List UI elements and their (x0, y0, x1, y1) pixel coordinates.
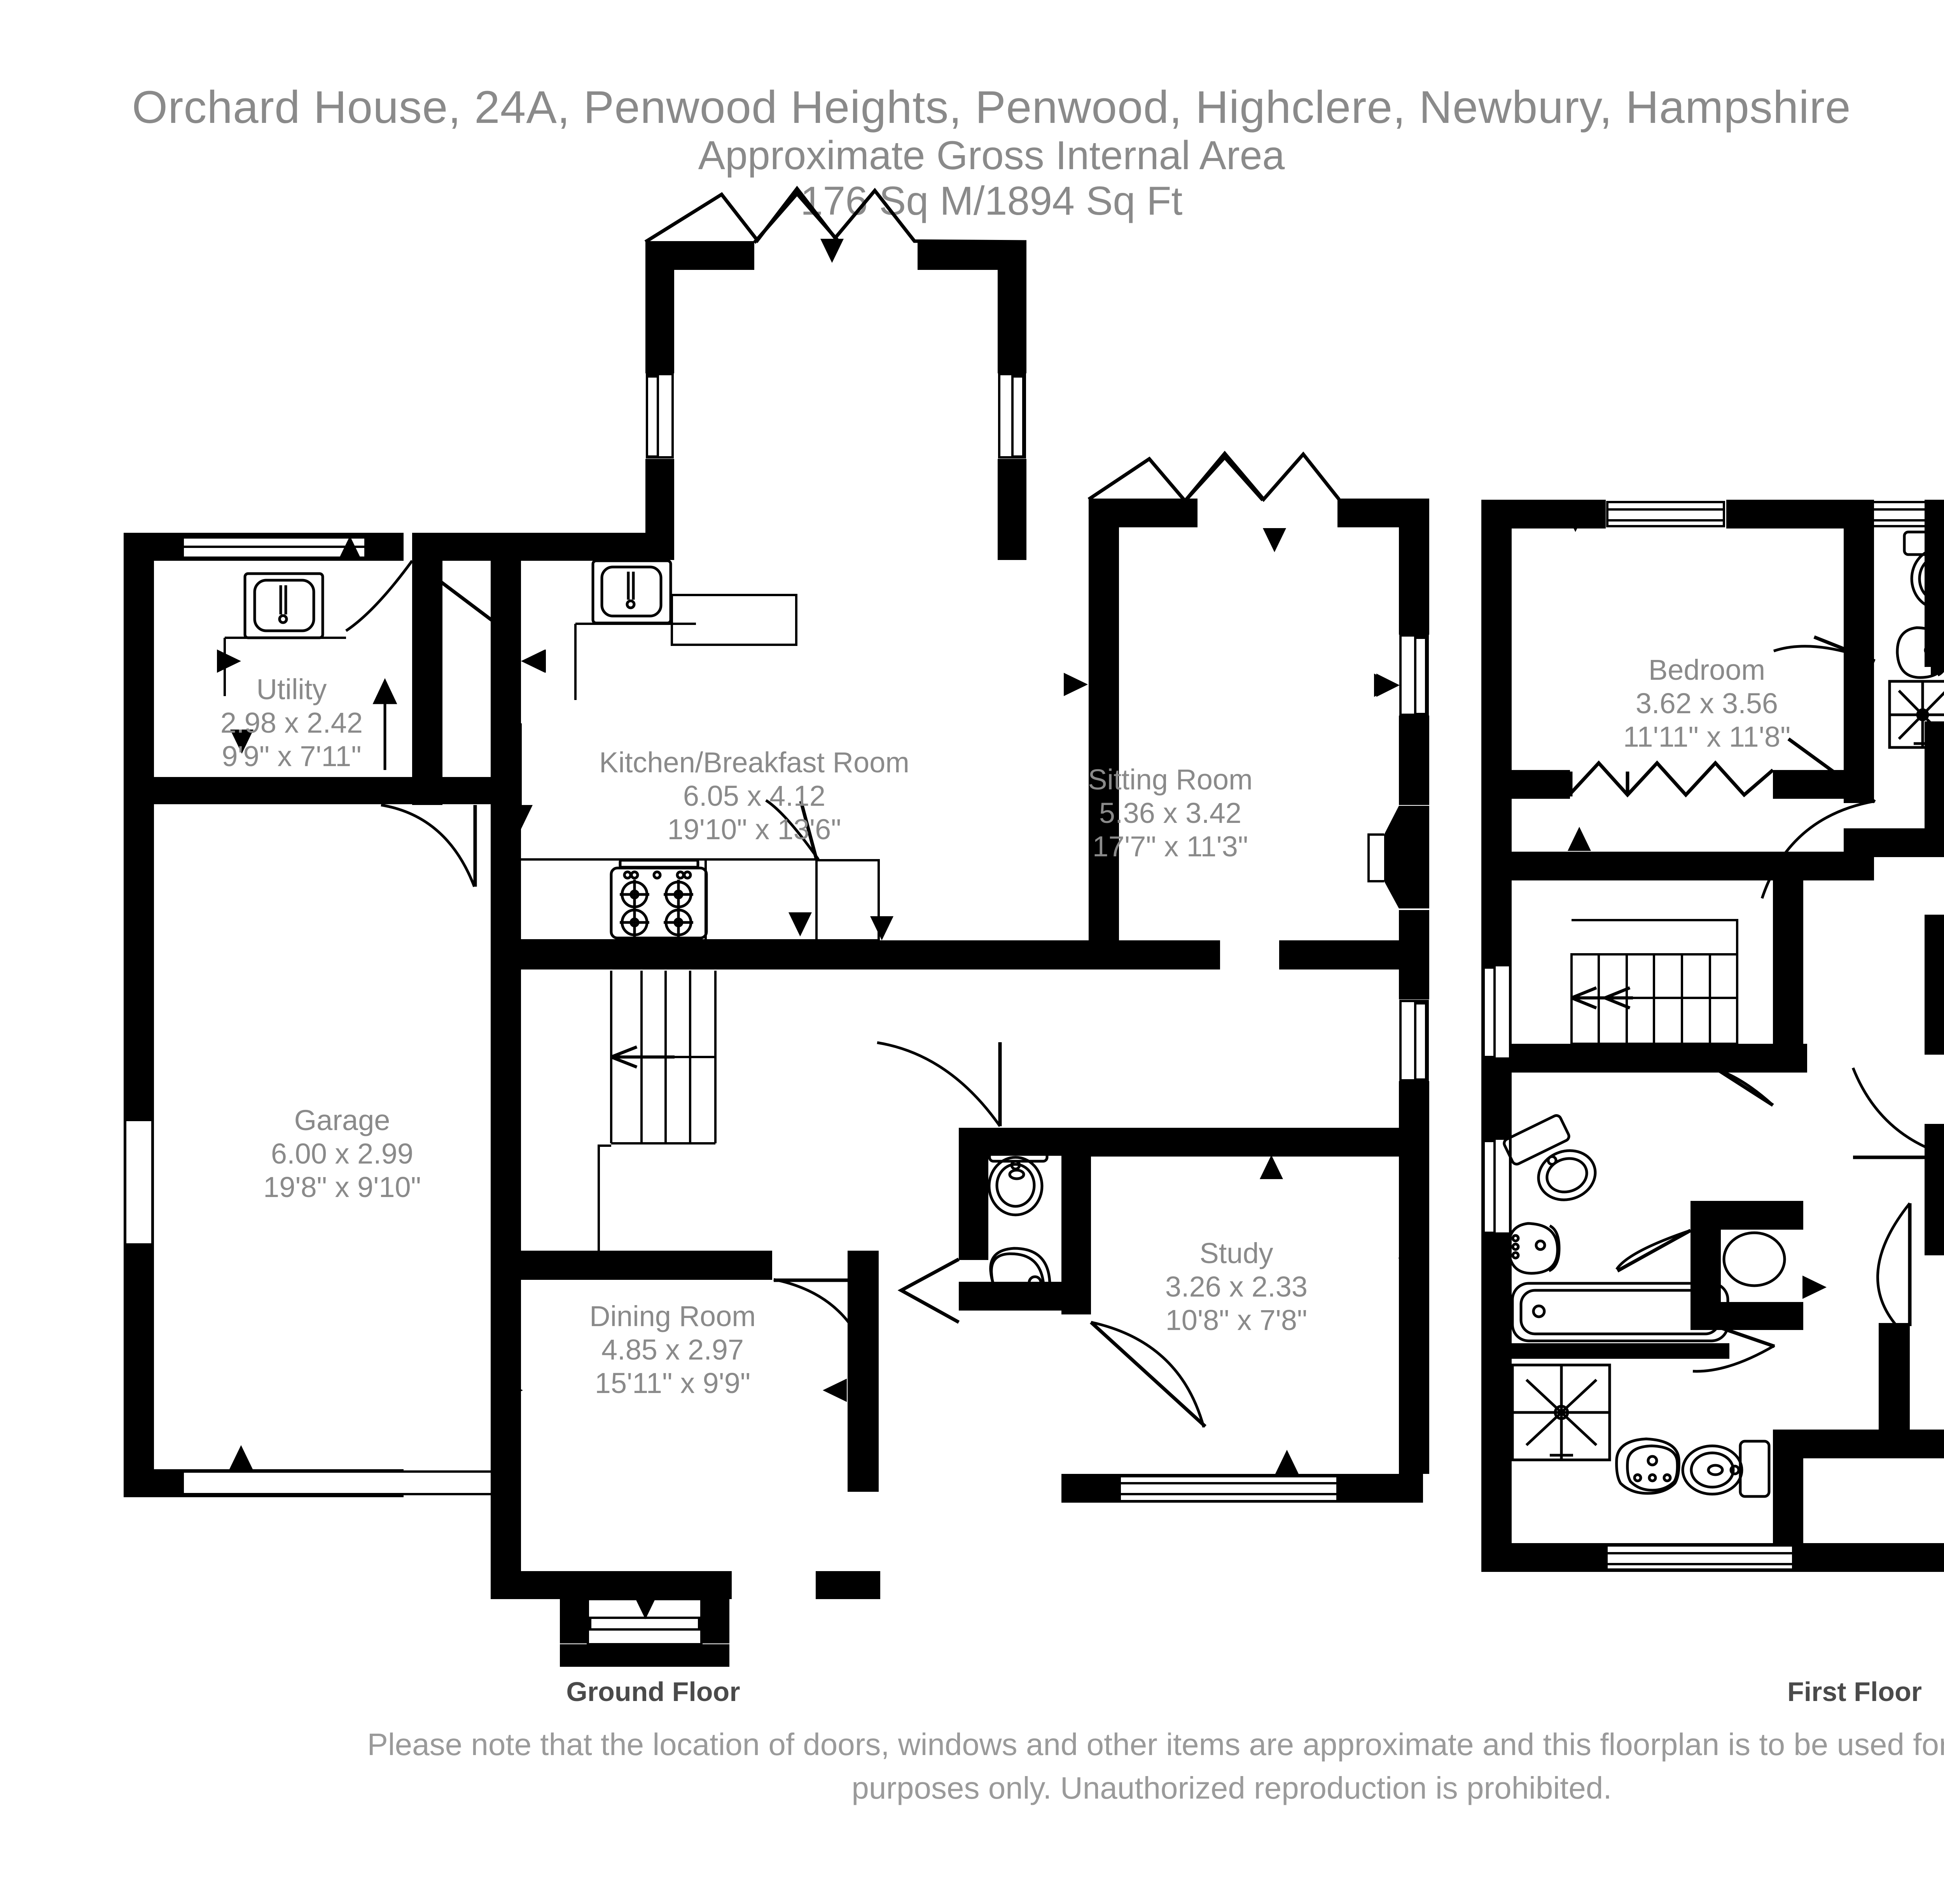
first-floor-plan (1481, 500, 1944, 1572)
ensuite-bathroom (1773, 500, 1944, 857)
stairs-icon (1570, 919, 1738, 1045)
ground-floor-plan (124, 186, 1429, 1667)
hall-stairs (491, 971, 1091, 1492)
wc-icon (1503, 1114, 1597, 1201)
cloakroom-wc (988, 1138, 1052, 1306)
family-bathroom (1503, 1114, 1771, 1498)
wc-icon (1681, 1440, 1771, 1498)
wc-icon (988, 1138, 1049, 1216)
shower-icon (1888, 680, 1944, 749)
basin-icon (989, 1247, 1052, 1306)
garage-room (124, 533, 521, 1498)
stairs-icon (610, 971, 717, 1144)
wc-icon (1903, 530, 1944, 610)
bidet-icon (1615, 1437, 1680, 1495)
landing-stairs (1512, 874, 1827, 1373)
page-title: Orchard House, 24A, Penwood Heights, Pen… (132, 82, 1851, 133)
sitting-room (1087, 451, 1429, 1474)
sink-icon (591, 559, 672, 625)
principal-bedroom (1876, 1202, 1912, 1432)
bedroom-1 (1488, 500, 1876, 899)
study-room (1061, 1128, 1423, 1503)
shower-icon (1511, 1363, 1611, 1461)
basin-icon (1507, 1222, 1561, 1275)
floor-caption-ground: Ground Floor (566, 1676, 740, 1707)
area-caption: Approximate Gross Internal Area (698, 133, 1285, 178)
bath-icon (1511, 1282, 1729, 1342)
worktop-icon (671, 594, 797, 646)
utility-room (224, 533, 509, 887)
disclaimer-line-2: purposes only. Unauthorized reproduction… (851, 1771, 1612, 1805)
direction-arrow (372, 678, 397, 770)
bedroom-3 (1851, 915, 1944, 1255)
hob-icon (610, 859, 708, 940)
title-block: Orchard House, 24A, Penwood Heights, Pen… (0, 82, 1944, 224)
kitchen-breakfast-room (467, 186, 1088, 970)
dining-room (491, 1251, 880, 1667)
floor-caption-first: First Floor (1787, 1676, 1922, 1707)
sink-icon (243, 572, 324, 639)
disclaimer-note: Please note that the location of doors, … (0, 1723, 1944, 1810)
disclaimer-line-1: Please note that the location of doors, … (367, 1727, 1944, 1762)
